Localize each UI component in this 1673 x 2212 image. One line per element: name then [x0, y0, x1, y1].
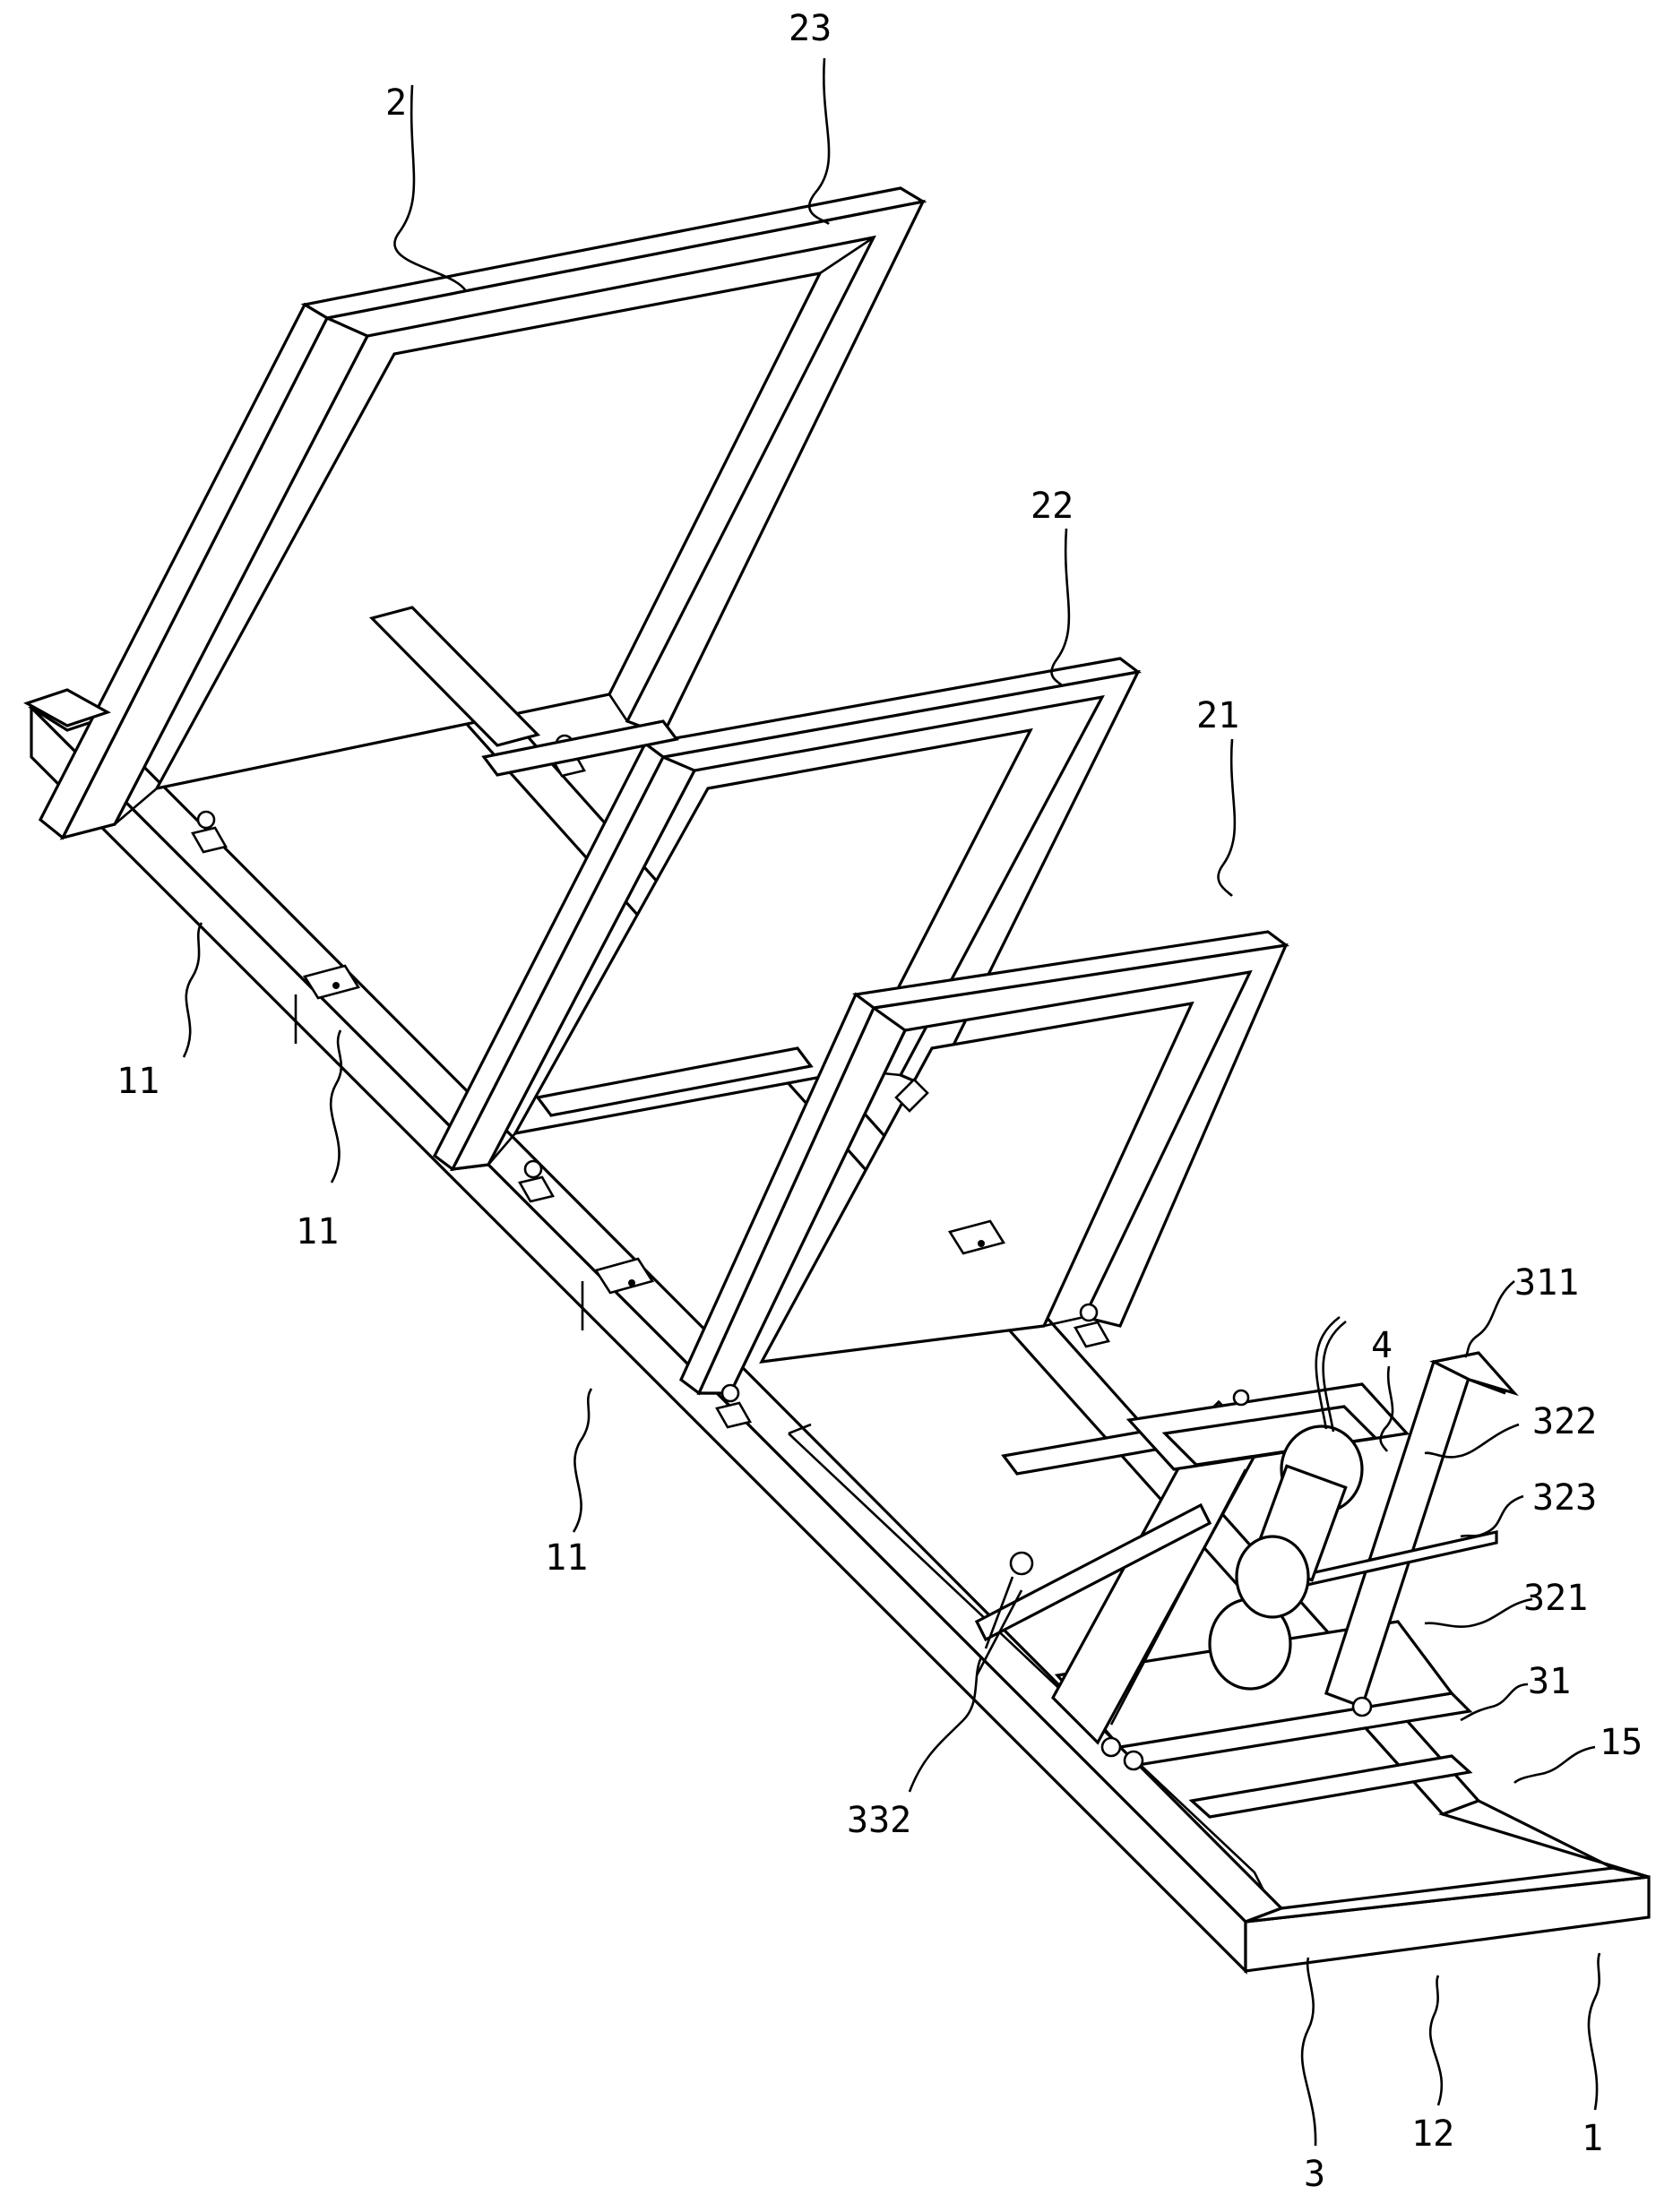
- label-rail-upper: 11: [116, 1061, 160, 1102]
- label-part-12: 12: [1411, 2113, 1454, 2155]
- label-part-311: 311: [1514, 1262, 1579, 1304]
- label-part-15: 15: [1600, 1722, 1643, 1763]
- label-part-332: 332: [847, 1800, 911, 1841]
- label-part-323: 323: [1532, 1477, 1597, 1519]
- label-frame-top: 2: [385, 82, 407, 124]
- label-frame-22: 22: [1031, 486, 1074, 527]
- leader-lines: [182, 57, 1601, 2147]
- frame-21: [679, 930, 1290, 1429]
- label-part-321: 321: [1523, 1578, 1588, 1619]
- label-part-322: 322: [1532, 1401, 1597, 1442]
- drive-unit: [974, 1315, 1519, 1771]
- frame-22: [432, 657, 1142, 1203]
- label-part-3: 3: [1304, 2154, 1325, 2195]
- label-part-1: 1: [1582, 2118, 1603, 2159]
- label-part-4: 4: [1371, 1325, 1393, 1366]
- label-rail-lower: 11: [545, 1537, 588, 1579]
- label-frame-23: 23: [789, 8, 832, 49]
- reference-labels: 2 23 22 21 11 11 11 4 311 322 323 321 31…: [116, 8, 1643, 2195]
- upper-rail-stub: [23, 606, 541, 747]
- label-part-31: 31: [1528, 1661, 1571, 1702]
- frame-23: [38, 186, 927, 854]
- label-frame-21: 21: [1196, 695, 1239, 736]
- label-rail-middle: 11: [296, 1211, 339, 1252]
